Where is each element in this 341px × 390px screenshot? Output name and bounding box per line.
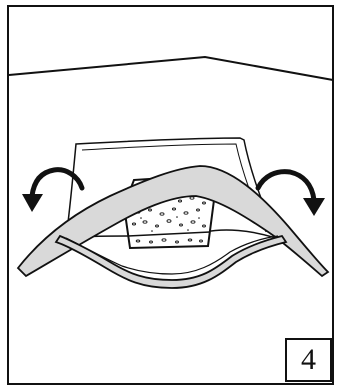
curved-arrow-right-icon	[255, 169, 325, 216]
horizon-line	[8, 55, 334, 81]
curved-arrow-left-icon	[22, 167, 85, 212]
step-number-badge: 4	[285, 338, 332, 382]
step-number: 4	[301, 343, 316, 376]
tray-inner-edge	[65, 235, 279, 275]
panel-border	[7, 5, 334, 385]
tray-base	[54, 234, 288, 289]
bag-front-flap	[16, 165, 330, 278]
